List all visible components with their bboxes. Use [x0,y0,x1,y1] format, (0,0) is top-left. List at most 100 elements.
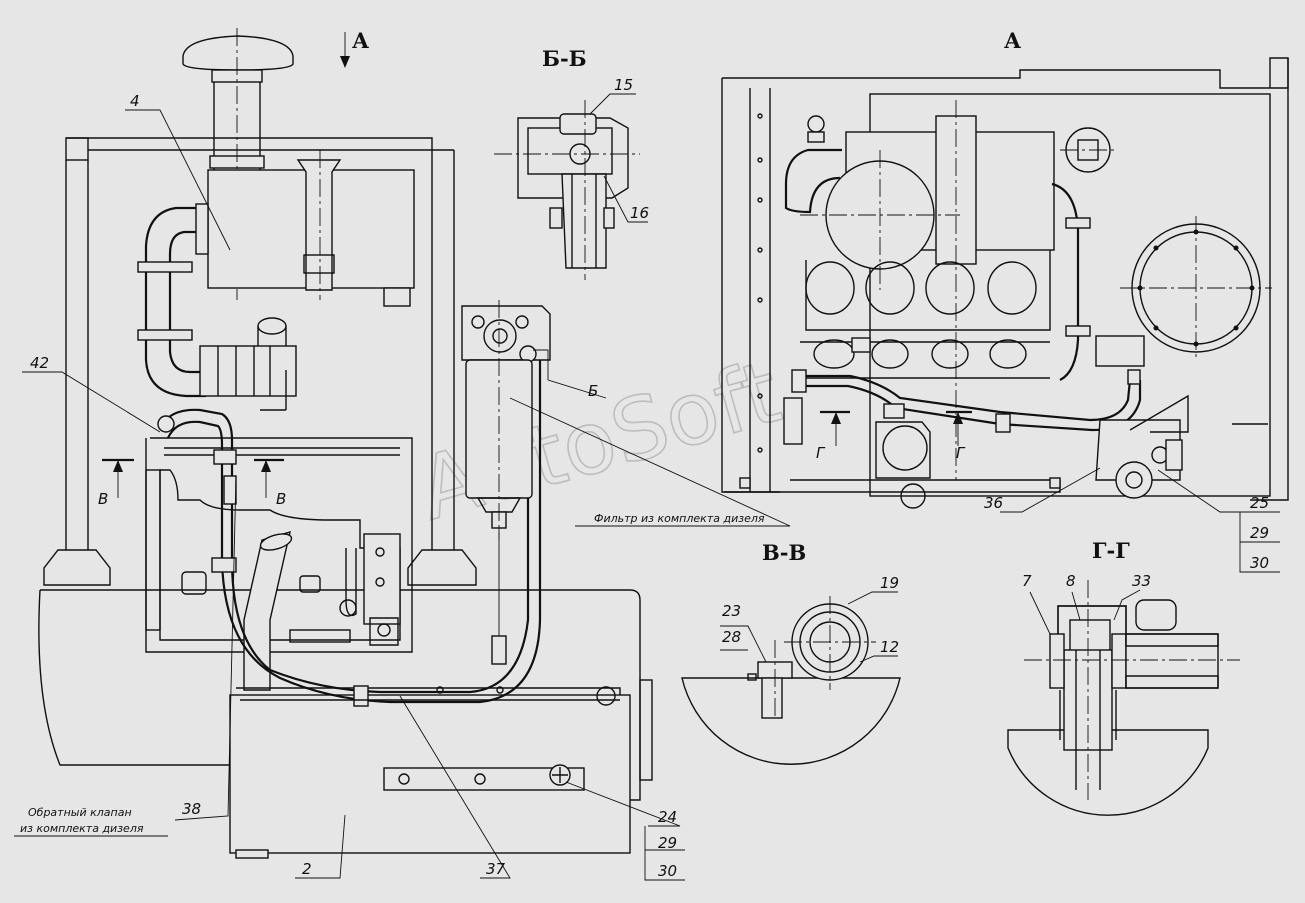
air-elbow-outer [144,206,206,398]
callout-33: 33 [1132,572,1151,590]
air-cleaner-cap [182,35,294,71]
base-platform [38,589,641,801]
callout-28: 28 [722,628,741,646]
va-cylinders [805,261,1037,315]
view-a-title: А [1004,28,1021,53]
va-top-frame [722,57,1289,89]
inlet-neck-top [257,317,287,335]
callout-25: 25 [1250,494,1269,512]
leader-42 [22,371,161,433]
callout-29-right: 29 [1250,524,1269,542]
hose-clamp-1 [137,261,193,273]
leader-8 [1071,591,1081,621]
vv-base [681,677,901,765]
intake-pipe [213,82,261,160]
hose-clip-2 [211,557,237,573]
tank-drain [235,849,269,859]
section-gg [1007,580,1240,816]
engine-side-cover [159,469,401,641]
hose-clip-1 [213,449,237,465]
vv-bolt-shank [761,677,783,719]
callout-15: 15 [614,76,633,94]
callout-42: 42 [30,354,49,372]
left-foot [43,549,111,586]
leader-36 [1000,467,1101,513]
view-a [721,57,1289,573]
section-vv [681,591,901,765]
callout-7: 7 [1022,572,1032,590]
tank-strap [383,767,585,791]
housing-drain [383,287,411,307]
filter-pump [483,319,517,353]
leader-24 [565,781,681,827]
frame-left-post [65,160,89,550]
section-bb-title: Б-Б [542,46,587,71]
note-valve-line1: Обратный клапан [28,806,132,819]
callout-30-left: 30 [658,862,677,880]
callout-30-right: 30 [1250,554,1269,572]
frame-top-rail [66,137,433,151]
cyclone-tube [296,159,342,291]
cut-marker-b: Б [588,382,598,400]
filter-head [461,305,551,361]
va-starter [875,421,931,479]
right-foot [407,549,477,586]
bb-stem [561,173,607,269]
callout-38: 38 [182,800,201,818]
fuel-return-hose [159,360,530,694]
leader-33 [1113,589,1141,621]
cut-marker-g-right: Г [956,444,966,462]
filter-drain-line [491,635,507,665]
air-elbow-inner [168,230,206,374]
cut-marker-g-left: Г [816,444,826,462]
leader-19 [847,591,898,605]
gg-base [1007,729,1209,816]
va-relay-box [1095,335,1145,367]
leader-12 [859,655,898,663]
section-vv-title: В-В [762,540,806,565]
callout-36: 36 [984,494,1003,512]
callout-37: 37 [486,860,506,878]
va-elbow [784,148,842,214]
callout-24: 24 [658,808,677,826]
leader-4 [125,109,231,251]
callout-4: 4 [130,92,140,110]
leader-filter [509,397,791,527]
callout-8: 8 [1066,572,1076,590]
base-side-bracket [639,679,653,781]
bb-body [517,117,629,199]
callout-12: 12 [880,638,899,656]
leader-2 [295,814,346,879]
va-fuel-line [1051,182,1080,381]
va-pump-bracket [1095,419,1181,481]
callout-16: 16 [630,204,649,222]
filler-neck [243,531,291,691]
leader-7 [1029,591,1051,635]
check-valve [157,415,175,433]
elbow-flange [195,203,209,255]
view-a-arrow-label: А [352,28,369,53]
leader-37 [399,695,511,879]
hose-clamp-2 [137,329,193,341]
callout-19: 19 [880,574,899,592]
va-enclosure [869,93,1271,497]
leader-15 [589,93,636,115]
fuel-supply-hose [166,360,542,704]
frame-right-post [431,149,455,550]
leader-25 [1157,469,1240,513]
section-gg-title: Г-Г [1092,538,1130,563]
callout-2: 2 [302,860,312,878]
leader-38 [174,475,237,821]
va-fuel-line-lower [796,374,1132,422]
leader-23 [720,625,767,663]
leader-16 [603,175,648,223]
cut-marker-v-left: В [98,490,108,508]
note-filter: Фильтр из комплекта дизеля [594,512,765,525]
section-bb [494,93,648,280]
gg-pipe [1125,633,1219,689]
frame-corner [65,137,89,161]
inlet-hose [199,345,297,397]
callout-23: 23 [722,602,741,620]
callout-29-left: 29 [658,834,677,852]
